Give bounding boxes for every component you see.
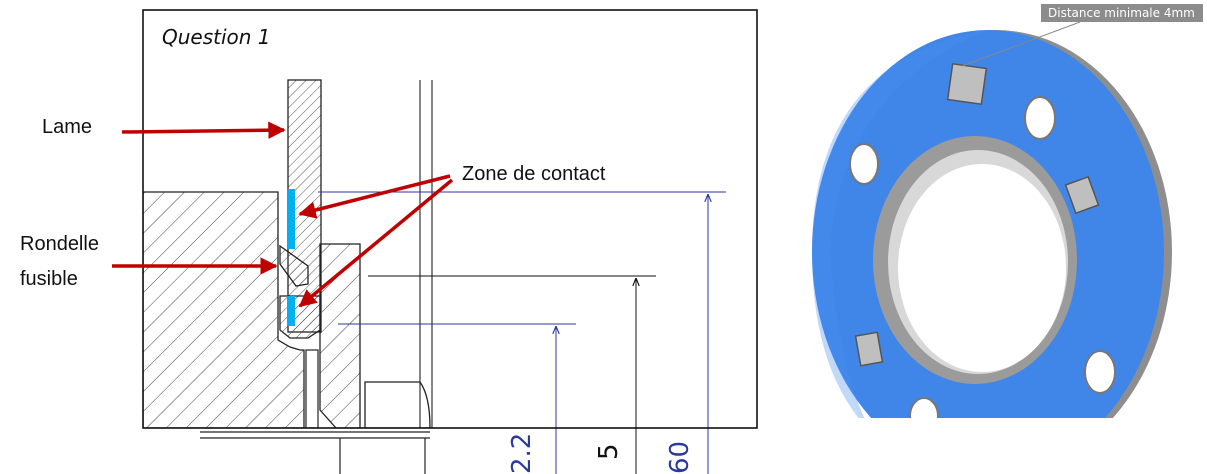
blade-arrow bbox=[121, 121, 286, 139]
housing-section bbox=[143, 191, 305, 428]
tabs bbox=[854, 62, 1100, 367]
contact-arrow-lower bbox=[298, 178, 454, 308]
fusible-washer-section bbox=[279, 244, 309, 287]
dimension-value-medium: 5 bbox=[594, 443, 624, 460]
dimension-lines bbox=[318, 191, 726, 474]
bolt-hole bbox=[849, 143, 879, 185]
question-title: Question 1 bbox=[162, 25, 271, 49]
drawing-frame bbox=[142, 9, 758, 429]
tooltip-leader bbox=[961, 21, 1081, 67]
lower-ring-section bbox=[279, 295, 321, 339]
annotation-arrows bbox=[112, 121, 454, 308]
tab bbox=[1064, 175, 1100, 215]
technical-drawing: Question 1 2.2 5 60 Lame Zone de contact… bbox=[20, 9, 758, 474]
dimension-value-large: 60 bbox=[665, 441, 695, 474]
bolt-holes bbox=[849, 96, 1116, 435]
label-fusible-washer-line2: fusible bbox=[20, 268, 78, 290]
tab bbox=[854, 331, 884, 367]
part-render: Distance minimale 4mm bbox=[800, 4, 1207, 474]
sleeve-section bbox=[305, 349, 319, 428]
label-fusible-washer-line1: Rondelle bbox=[20, 233, 99, 255]
label-blade: Lame bbox=[42, 116, 92, 138]
contact-marker-lower bbox=[287, 296, 295, 326]
contact-arrow-upper bbox=[298, 174, 451, 219]
section-view bbox=[143, 79, 433, 474]
label-contact-zone: Zone de contact bbox=[462, 163, 606, 185]
tooltip-box bbox=[1041, 4, 1203, 22]
bolt-hole bbox=[1084, 350, 1116, 394]
tooltip-text: Distance minimale 4mm bbox=[1048, 6, 1195, 20]
dimension-value-small: 2.2 bbox=[507, 433, 537, 474]
contact-marker-upper bbox=[287, 189, 295, 249]
tab bbox=[946, 62, 988, 106]
bolt-hole bbox=[1024, 96, 1056, 140]
retainer-section bbox=[319, 243, 361, 428]
